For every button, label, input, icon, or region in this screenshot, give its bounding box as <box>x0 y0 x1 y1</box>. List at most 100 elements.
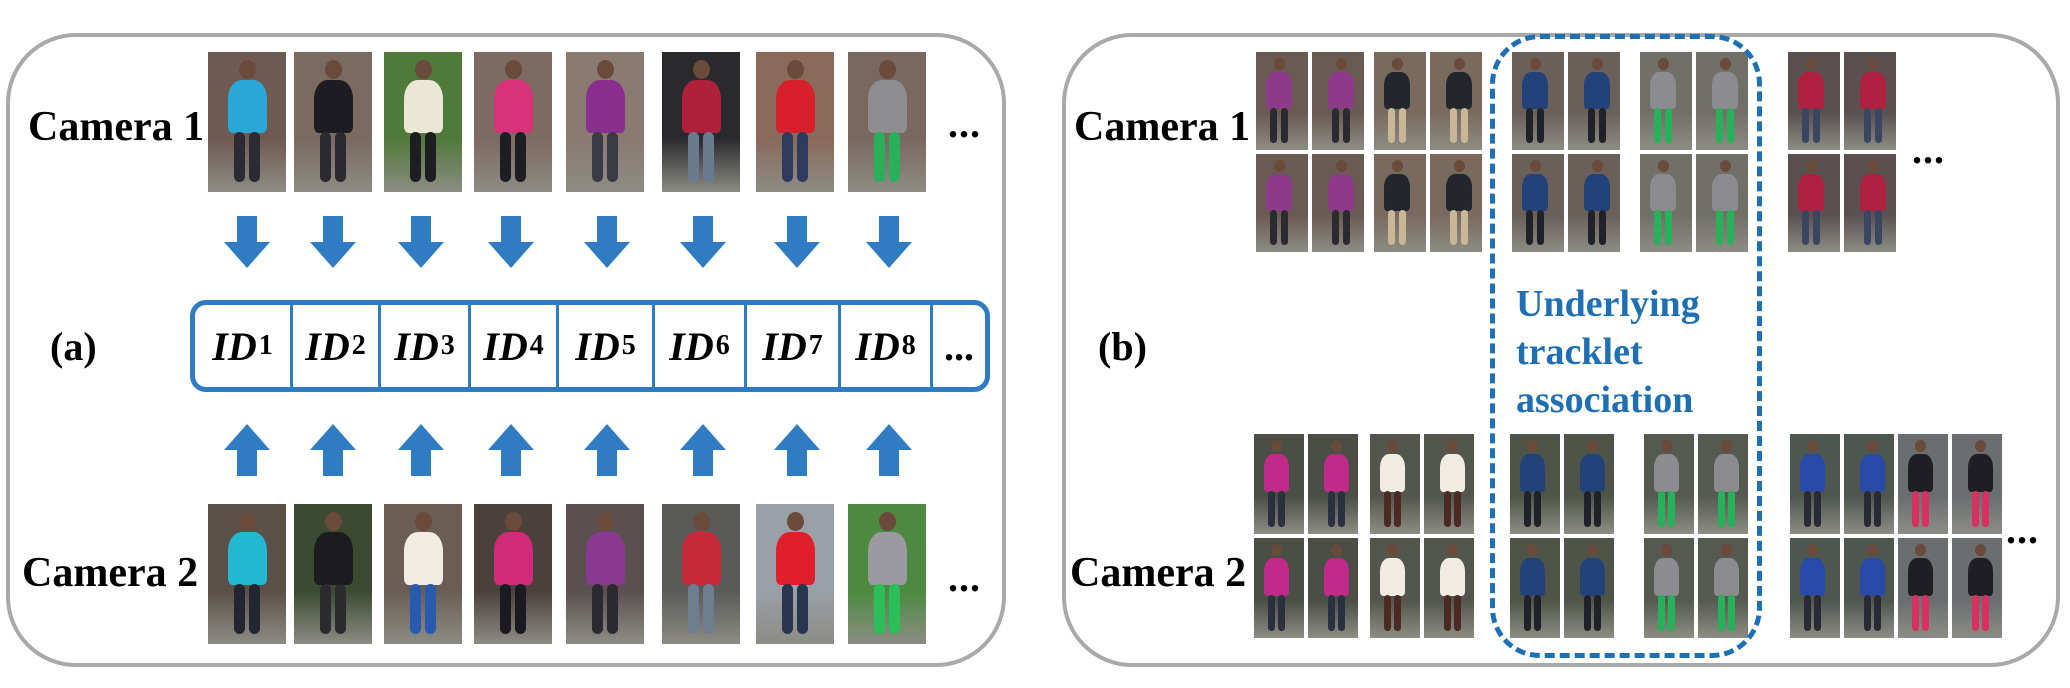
tracklet-frame <box>1898 538 1948 638</box>
down-arrow-3 <box>398 216 444 268</box>
camera1-label-a: Camera 1 <box>28 104 205 150</box>
tracklet-frame <box>1308 538 1358 638</box>
tracklet-frame <box>1952 538 2002 638</box>
id-subscript: 7 <box>808 330 823 361</box>
up-arrow-5 <box>584 424 630 476</box>
tracklet-frame <box>1564 434 1614 534</box>
camera2-person-2 <box>294 504 372 644</box>
tracklet-frame <box>1790 434 1840 534</box>
tracklet-frame <box>1640 52 1692 150</box>
down-arrow-8 <box>866 216 912 268</box>
up-arrow-4 <box>488 424 534 476</box>
id-label: ID <box>483 323 528 369</box>
tracklet-frame <box>1844 538 1894 638</box>
up-arrow-3 <box>398 424 444 476</box>
down-arrow-6 <box>680 216 726 268</box>
camera2-ellipsis-b: ... <box>2006 507 2039 552</box>
tracklet-frame <box>1698 434 1748 534</box>
tracklet-frame <box>1370 538 1420 638</box>
id-ellipsis: ... <box>944 323 974 369</box>
tracklet-frame <box>1568 52 1620 150</box>
id-subscript: 2 <box>351 330 366 361</box>
underlying-line-2: tracklet <box>1516 331 1643 373</box>
tracklet-frame <box>1844 52 1896 150</box>
underlying-line-1: Underlying <box>1516 283 1700 325</box>
id-label: ID <box>212 323 257 369</box>
camera1-person-1 <box>208 52 286 192</box>
tracklet-frame <box>1952 434 2002 534</box>
camera2-person-4 <box>474 504 552 644</box>
id-label: ID <box>575 323 620 369</box>
tracklet-frame <box>1644 538 1694 638</box>
tracklet-frame <box>1374 52 1426 150</box>
camera1-person-8 <box>848 52 926 192</box>
tracklet-frame <box>1564 538 1614 638</box>
tracklet-frame <box>1256 52 1308 150</box>
id-label: ID <box>669 323 714 369</box>
tracklet-frame <box>1898 434 1948 534</box>
up-arrow-1 <box>224 424 270 476</box>
camera1-ellipsis-a: ... <box>948 101 981 146</box>
camera2-ellipsis-a: ... <box>948 555 981 600</box>
tracklet-frame <box>1370 434 1420 534</box>
tracklet-frame <box>1312 154 1364 252</box>
tracklet-frame <box>1430 154 1482 252</box>
tracklet-frame <box>1790 538 1840 638</box>
camera1-person-5 <box>566 52 644 192</box>
tracklet-frame <box>1374 154 1426 252</box>
down-arrow-4 <box>488 216 534 268</box>
tracklet-frame <box>1424 538 1474 638</box>
tracklet-frame <box>1256 154 1308 252</box>
tracklet-frame <box>1308 434 1358 534</box>
tracklet-frame <box>1424 434 1474 534</box>
camera2-label-a: Camera 2 <box>22 550 199 596</box>
tracklet-frame <box>1568 154 1620 252</box>
camera2-person-7 <box>756 504 834 644</box>
up-arrow-6 <box>680 424 726 476</box>
underlying-line-3: association <box>1516 379 1694 421</box>
camera1-person-7 <box>756 52 834 192</box>
camera1-label-b: Camera 1 <box>1074 104 1251 150</box>
tracklet-frame <box>1696 154 1748 252</box>
tracklet-frame <box>1510 434 1560 534</box>
panel-b-label: (b) <box>1098 324 1147 369</box>
id-subscript: 5 <box>621 330 636 361</box>
tracklet-association-box <box>1490 34 1762 658</box>
down-arrow-1 <box>224 216 270 268</box>
up-arrow-2 <box>310 424 356 476</box>
up-arrow-7 <box>774 424 820 476</box>
tracklet-frame <box>1844 434 1894 534</box>
camera1-ellipsis-b: ... <box>1912 127 1945 172</box>
camera1-person-6 <box>662 52 740 192</box>
id-subscript: 3 <box>440 330 455 361</box>
camera1-person-4 <box>474 52 552 192</box>
tracklet-frame <box>1788 52 1840 150</box>
id-subscript: 1 <box>258 330 273 361</box>
tracklet-association-label: Underlying tracklet association <box>1516 280 1756 424</box>
camera1-person-3 <box>384 52 462 192</box>
tracklet-frame <box>1312 52 1364 150</box>
tracklet-frame <box>1254 434 1304 534</box>
down-arrow-5 <box>584 216 630 268</box>
camera2-person-1 <box>208 504 286 644</box>
tracklet-frame <box>1644 434 1694 534</box>
down-arrow-7 <box>774 216 820 268</box>
down-arrow-2 <box>310 216 356 268</box>
id-label: ID <box>394 323 439 369</box>
camera2-person-6 <box>662 504 740 644</box>
tracklet-frame <box>1844 154 1896 252</box>
id-label: ID <box>855 323 900 369</box>
tracklet-frame <box>1512 154 1564 252</box>
camera1-person-2 <box>294 52 372 192</box>
up-arrow-8 <box>866 424 912 476</box>
tracklet-frame <box>1430 52 1482 150</box>
tracklet-frame <box>1254 538 1304 638</box>
